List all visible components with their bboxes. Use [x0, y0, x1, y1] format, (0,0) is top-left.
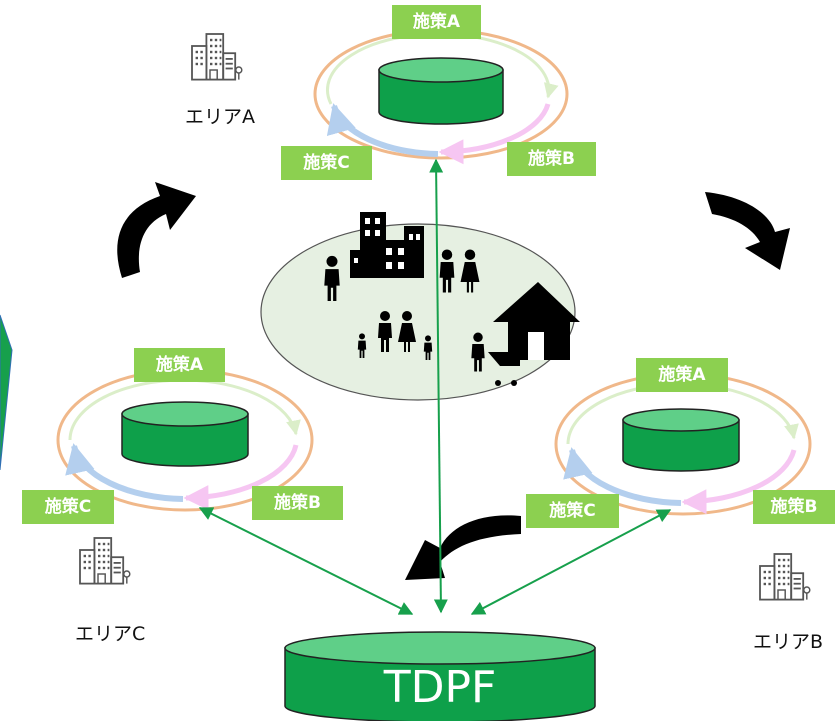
area-a-database [378, 57, 504, 125]
area-c-measure-b: 施策B [252, 486, 343, 520]
area-b-measure-a: 施策A [636, 358, 728, 392]
connector-area-a [429, 158, 448, 614]
area-c-measure-a: 施策A [134, 348, 225, 382]
connector-area-c [198, 507, 414, 615]
edge-chevron [0, 314, 13, 471]
area-b-measure-b: 施策B [753, 490, 835, 524]
area-b-measure-c: 施策C [526, 494, 619, 528]
area-c-name: エリアC [75, 623, 146, 645]
area-a-measure-b: 施策B [507, 142, 596, 176]
tdpf-database [284, 631, 596, 721]
people-city-icon [324, 212, 580, 386]
area-a-measure-c: 施策C [281, 146, 372, 180]
connector-area-b [470, 509, 672, 615]
area-b-name: エリアB [753, 631, 824, 653]
area-a-name: エリアA [185, 106, 255, 128]
building-icon [191, 33, 243, 81]
area-c-measure-c: 施策C [22, 490, 114, 524]
area-b-database [622, 408, 740, 472]
area-c-database [121, 401, 249, 467]
building-icon [79, 537, 131, 585]
data-flow-arrows [198, 158, 672, 615]
building-icon [759, 553, 811, 601]
tdpf-label: TDPF [383, 662, 497, 713]
area-a-measure-a: 施策A [392, 5, 481, 39]
